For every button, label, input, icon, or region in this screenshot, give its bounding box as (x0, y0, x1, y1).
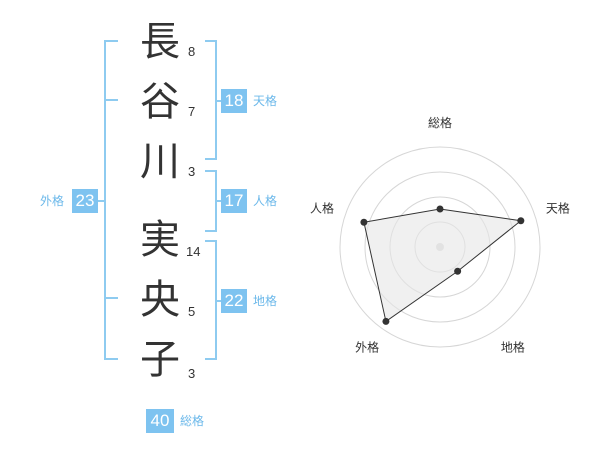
soukaku-value: 40 (146, 409, 174, 433)
chikaku-label: 地格 (253, 294, 278, 308)
chikaku-value: 22 (221, 289, 247, 313)
radar-axis-label-2: 天格 (546, 201, 570, 216)
name-char-5: 央 (140, 277, 180, 323)
radar-axis-label-3: 地格 (501, 339, 525, 354)
name-char-2: 谷 (140, 79, 180, 125)
radar-axis-label-4: 外格 (355, 339, 379, 354)
stroke-count-4: 14 (186, 244, 201, 259)
name-char-6: 子 (140, 337, 180, 383)
gaikaku-value: 23 (72, 189, 98, 213)
bracket-tick (104, 297, 118, 299)
radar-area (363, 208, 523, 323)
name-char-3: 川 (140, 139, 180, 185)
radar-point-1 (436, 205, 444, 213)
jinkaku-value: 17 (221, 189, 247, 213)
radar-point-3 (454, 267, 462, 275)
radar-ring (364, 171, 516, 323)
radar-point-5 (360, 218, 368, 226)
radar-axis-label-1: 総格 (428, 115, 452, 130)
bracket-stem (96, 200, 106, 202)
name-char-1: 長 (140, 19, 180, 65)
name-char-4: 実 (140, 217, 180, 263)
stroke-count-6: 3 (188, 366, 196, 381)
tenkaku-label: 天格 (253, 94, 278, 108)
radar-point-4 (382, 317, 390, 325)
tenkaku-value: 18 (221, 89, 247, 113)
jinkaku-label: 人格 (253, 194, 278, 208)
stroke-count-1: 8 (188, 44, 196, 59)
bracket-stem (215, 100, 222, 102)
soukaku-label: 総格 (180, 414, 205, 428)
radar-points (360, 205, 525, 325)
radar-point-2 (517, 217, 525, 225)
bracket-stem (215, 200, 222, 202)
bracket-stem (215, 300, 222, 302)
gaikaku-bracket (104, 40, 118, 360)
radar-ring (339, 146, 541, 348)
radar-axis-label-5: 人格 (310, 201, 334, 216)
stroke-count-3: 3 (188, 164, 196, 179)
gaikaku-label: 外格 (40, 194, 65, 208)
bracket-tick (104, 99, 118, 101)
stroke-count-2: 7 (188, 104, 196, 119)
stroke-count-5: 5 (188, 304, 196, 319)
